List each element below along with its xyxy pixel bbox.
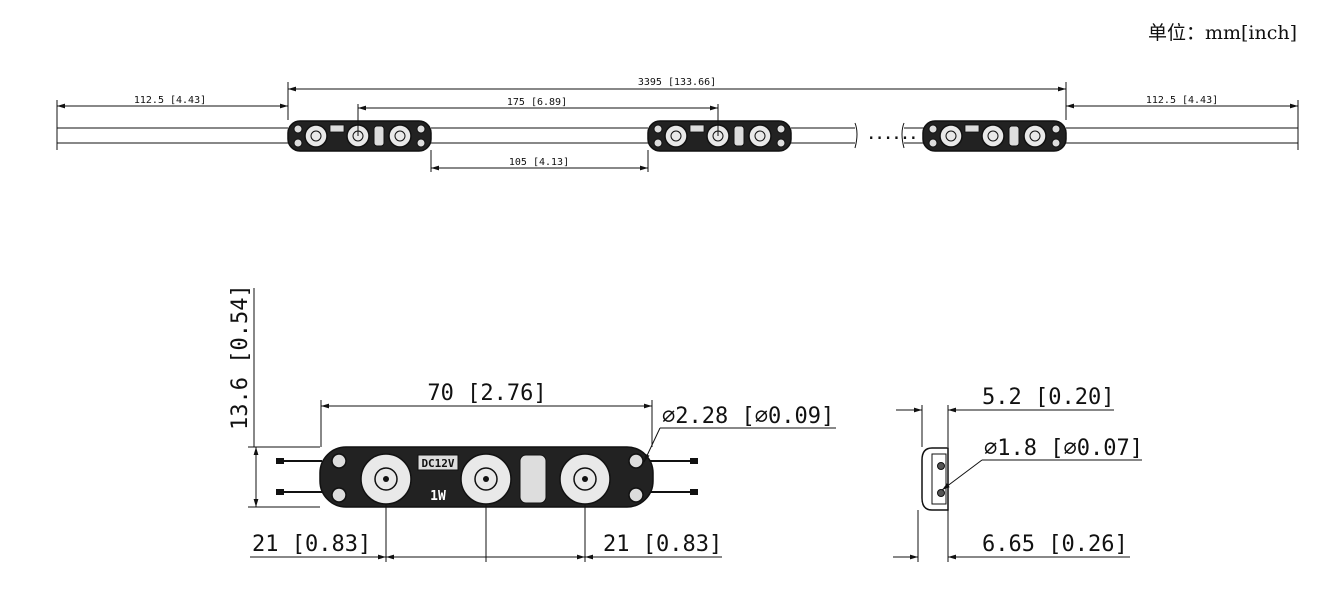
dim-module-height-label: 13.6 [0.54] [228, 284, 253, 430]
power-mark: 1W [430, 489, 446, 504]
mount-hole-tr [628, 453, 644, 469]
side-view: 5.2 [0.20] ⌀1.8 [⌀0.07] 6.65 [0.26] [893, 385, 1143, 562]
mount-hole-bl [331, 487, 347, 503]
led-module-1 [287, 120, 432, 152]
dim-left-offset-label: 21 [0.83] [252, 532, 371, 557]
break-mark-left [854, 122, 858, 149]
continuation-dots: ...... [867, 127, 918, 143]
front-view: DC12V 1W 70 [2.76] 13.6 [0.54] ⌀2.28 [⌀0… [228, 284, 836, 562]
unit-label: 单位：mm[inch] [1147, 22, 1297, 44]
dim-bottom-thickness-label: 6.65 [0.26] [982, 532, 1128, 557]
break-mark-right [901, 122, 905, 149]
led-module-2 [647, 120, 792, 152]
dim-hole-diameter-label: ⌀2.28 [⌀0.09] [662, 404, 834, 429]
dim-side-hole-label: ⌀1.8 [⌀0.07] [984, 436, 1143, 461]
dim-right-lead-label: 112.5 [4.43] [1146, 95, 1218, 106]
dim-gap-label: 105 [4.13] [509, 157, 569, 168]
overview-strip: ...... 3395 [133.66] 112.5 [4.43] 112.5 … [56, 77, 1299, 172]
side-profile [921, 447, 949, 511]
dim-left-lead-label: 112.5 [4.43] [134, 95, 206, 106]
led-module-n [922, 120, 1067, 152]
mount-hole-tl [331, 453, 347, 469]
dim-total-length-label: 3395 [133.66] [638, 77, 716, 88]
dim-pitch-label: 175 [6.89] [507, 97, 567, 108]
voltage-plate [417, 454, 459, 471]
voltage-mark: DC12V [421, 457, 454, 470]
center-rib [519, 454, 547, 504]
dim-top-thickness-label: 5.2 [0.20] [982, 385, 1114, 410]
mount-hole-br [628, 487, 644, 503]
dim-module-length-label: 70 [2.76] [427, 381, 546, 406]
dim-right-offset-label: 21 [0.83] [603, 532, 722, 557]
